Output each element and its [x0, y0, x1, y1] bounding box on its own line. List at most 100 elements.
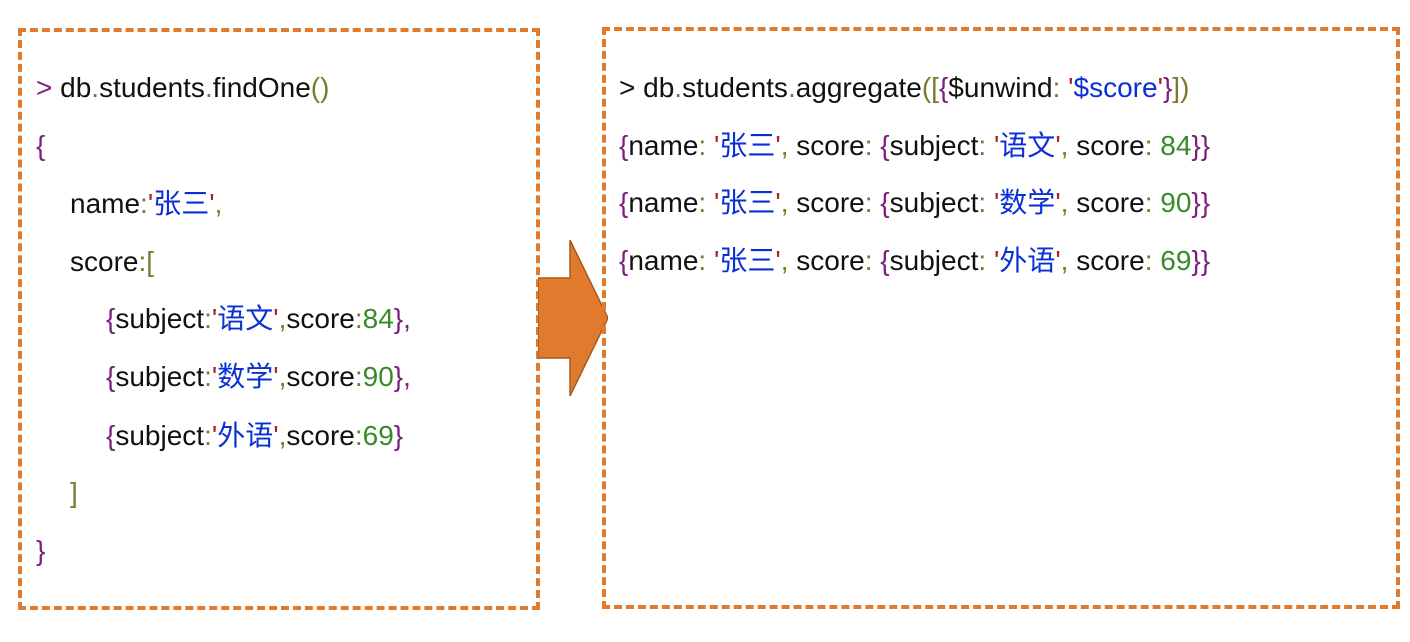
code-token: 69: [362, 420, 394, 451]
code-token: ,: [1060, 245, 1077, 276]
code-token: ': [993, 187, 1000, 218]
code-token: ': [273, 420, 279, 451]
code-token: ': [993, 130, 1000, 161]
code-token: >: [619, 72, 644, 103]
code-token: ': [1055, 130, 1061, 161]
code-token: subject: [889, 245, 979, 276]
code-token: 90: [1160, 187, 1192, 218]
code-token: ': [1157, 72, 1163, 103]
code-token: ,: [278, 361, 287, 392]
right-arrow-icon: [538, 240, 608, 396]
code-token: db: [643, 72, 675, 103]
code-token: {: [619, 245, 629, 276]
code-token: 张三: [719, 245, 776, 276]
code-token: .: [674, 72, 683, 103]
code-token: ': [273, 361, 279, 392]
code-token: [: [146, 246, 155, 277]
code-token: name: [628, 245, 699, 276]
code-token: :: [204, 420, 212, 451]
code-token: score: [286, 420, 355, 451]
code-token: }}: [1191, 245, 1211, 276]
code-token: ': [1068, 72, 1074, 103]
code-token: :: [864, 130, 881, 161]
code-token: :: [354, 361, 363, 392]
code-token: 数学: [217, 361, 274, 392]
code-token: }}: [1191, 187, 1211, 218]
code-token: ': [273, 303, 279, 334]
arrow-shape: [538, 240, 608, 396]
code-token: {: [938, 72, 949, 103]
code-token: 84: [1160, 130, 1192, 161]
code-token: findOne: [212, 72, 311, 103]
code-token: 外语: [999, 245, 1056, 276]
code-token: ': [775, 245, 781, 276]
code-token: students: [99, 72, 205, 103]
code-token: ]: [70, 477, 78, 508]
code-token: subject: [889, 130, 979, 161]
code-token: {: [36, 130, 46, 161]
code-token: ': [147, 188, 154, 219]
code-token: 90: [362, 361, 394, 392]
code-token: 84: [362, 303, 394, 334]
code-token: score: [286, 361, 355, 392]
code-token: 张三: [153, 188, 210, 219]
code-token: subject: [115, 303, 205, 334]
code-token: ': [209, 188, 215, 219]
aggregate-line-3: {name: '张三', score: {subject: '数学', scor…: [619, 186, 1210, 220]
find-one-line-1: > db.students.findOne(): [36, 71, 329, 105]
find-one-line-6: {subject:'数学',score:90},: [106, 360, 411, 394]
code-token: },: [393, 303, 411, 334]
code-token: {: [880, 130, 890, 161]
code-token: {: [880, 187, 890, 218]
code-token: :: [1144, 187, 1161, 218]
code-token: :: [138, 246, 147, 277]
aggregate-line-4: {name: '张三', score: {subject: '外语', scor…: [619, 244, 1210, 278]
code-token: 69: [1160, 245, 1192, 276]
code-token: :: [978, 245, 994, 276]
code-token: :: [204, 361, 212, 392]
code-token: ,: [1060, 187, 1077, 218]
code-token: $score: [1073, 72, 1158, 103]
code-token: ': [211, 420, 218, 451]
code-token: {: [106, 303, 116, 334]
code-token: ': [713, 245, 720, 276]
code-token: }: [36, 535, 46, 566]
code-token: ': [713, 187, 720, 218]
code-token: students: [682, 72, 788, 103]
aggregate-panel: > db.students.aggregate([{$unwind: '$sco…: [602, 27, 1400, 609]
code-token: :: [1144, 245, 1161, 276]
code-token: subject: [889, 187, 979, 218]
aggregate-line-2: {name: '张三', score: {subject: '语文', scor…: [619, 129, 1210, 163]
code-token: :: [978, 130, 994, 161]
aggregate-line-1: > db.students.aggregate([{$unwind: '$sco…: [619, 71, 1189, 105]
code-token: ,: [278, 420, 287, 451]
code-token: ': [993, 245, 1000, 276]
code-token: :: [1052, 72, 1069, 103]
code-token: subject: [115, 361, 205, 392]
code-token: :: [354, 420, 363, 451]
code-token: ': [211, 361, 218, 392]
code-token: :: [1144, 130, 1161, 161]
find-one-line-4: score:[: [70, 245, 154, 279]
code-token: },: [393, 361, 411, 392]
code-token: ,: [780, 130, 797, 161]
code-token: }: [393, 420, 404, 451]
code-token: 数学: [999, 187, 1056, 218]
code-token: ,: [780, 187, 797, 218]
code-token: score: [70, 246, 139, 277]
code-token: name: [628, 187, 699, 218]
code-token: score: [1076, 130, 1145, 161]
code-token: {: [106, 361, 116, 392]
code-token: db: [60, 72, 92, 103]
code-token: score: [796, 187, 865, 218]
find-one-line-5: {subject:'语文',score:84},: [106, 302, 411, 336]
code-token: ': [775, 187, 781, 218]
code-token: ': [1055, 245, 1061, 276]
code-token: .: [91, 72, 100, 103]
code-token: :: [698, 187, 714, 218]
code-token: :: [140, 188, 148, 219]
code-token: ([: [921, 72, 939, 103]
code-token: >: [36, 72, 61, 103]
code-token: {: [619, 187, 629, 218]
code-token: {: [619, 130, 629, 161]
